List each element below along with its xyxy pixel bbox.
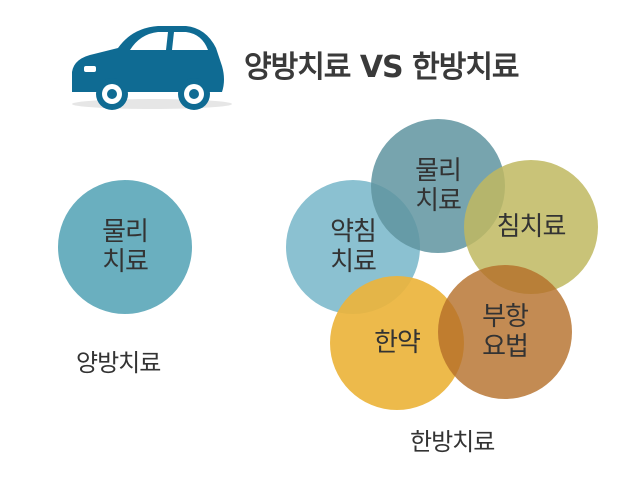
- circle-label: 물리 치료: [102, 217, 149, 277]
- cupping-therapy-circle: 부항 요법: [438, 265, 572, 399]
- page-title: 양방치료 VS 한방치료: [244, 50, 520, 85]
- circle-label: 물리 치료: [415, 156, 462, 216]
- western-medicine-caption: 양방치료: [76, 349, 161, 377]
- circle-label: 약침 치료: [330, 217, 377, 277]
- circle-label: 한약: [374, 328, 421, 358]
- oriental-medicine-caption: 한방치료: [410, 428, 495, 456]
- western-physical-therapy-circle: 물리 치료: [58, 180, 192, 314]
- circle-label: 부항 요법: [482, 302, 529, 362]
- circle-label: 침치료: [496, 212, 567, 242]
- car-icon: [60, 14, 240, 114]
